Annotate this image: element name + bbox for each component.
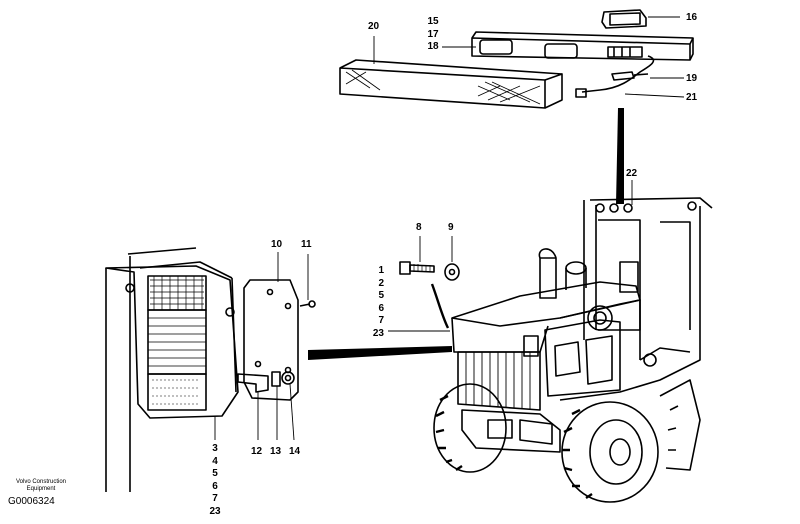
callout-12: 12 (251, 446, 263, 457)
callout-5: 5 (378, 290, 384, 301)
mounting-plate-10 (243, 279, 299, 401)
washer-13 (271, 371, 281, 387)
callout-11: 11 (301, 239, 312, 250)
callout-6: 6 (378, 302, 384, 314)
callout-9: 9 (448, 222, 454, 233)
callout-stack-3-23: 3 4 5 6 7 23 (204, 443, 226, 518)
machine-engine (544, 305, 621, 397)
callout-17: 17 (427, 28, 439, 40)
callout-4b: 4 (212, 455, 218, 467)
callout-13: 13 (270, 446, 282, 457)
callout-1: 1 (378, 265, 384, 276)
machine-grille (457, 335, 541, 411)
callout-20: 20 (368, 21, 380, 32)
callout-22: 22 (626, 168, 638, 179)
light-bar-lamp-16 (601, 9, 647, 29)
callout-18: 18 (427, 41, 439, 52)
machine-cab (583, 197, 713, 340)
screw-11 (299, 300, 316, 308)
callout-7b: 7 (212, 493, 218, 504)
callout-14: 14 (289, 446, 301, 457)
nut-9 (444, 263, 460, 281)
rear-wheel (659, 379, 701, 471)
callout-23: 23 (372, 327, 384, 339)
callout-10: 10 (271, 239, 283, 250)
pointer-wedges (308, 108, 624, 360)
callout-2: 2 (378, 277, 384, 289)
machine-bumper (461, 409, 561, 453)
callout-16: 16 (686, 12, 698, 23)
bracket-12 (237, 373, 269, 393)
callout-8: 8 (416, 222, 422, 233)
callout-15: 15 (427, 16, 439, 27)
callout-19: 19 (686, 73, 698, 84)
callout-7: 7 (378, 315, 384, 326)
callout-5b: 5 (212, 468, 218, 479)
rear-lamp-lens (147, 275, 207, 411)
nut-14 (281, 371, 295, 385)
frame-articulation (559, 330, 701, 401)
light-bar-housing (471, 31, 694, 61)
brand-line-1: Volvo Construction (15, 479, 67, 485)
front-right-wheel (561, 401, 659, 503)
light-bar-cover-20 (339, 59, 563, 109)
callout-stack-1-23: 1 2 5 6 7 23 (364, 265, 384, 340)
brand-line-2: Equipment (26, 486, 56, 492)
callout-3b: 3 (212, 443, 218, 454)
brand-caption: Volvo Construction Equipment (6, 479, 76, 493)
callout-6b: 6 (212, 480, 218, 492)
cable-21 (575, 55, 655, 98)
callout-stack-15-17-18: 15 17 18 (425, 16, 441, 54)
drawing-code: G0006324 (8, 496, 55, 507)
bolt-8 (399, 261, 435, 275)
front-left-wheel (433, 383, 507, 473)
callout-23b: 23 (209, 505, 221, 517)
leader-lines (214, 16, 685, 441)
rear-lamp-housing (105, 247, 239, 492)
callout-21: 21 (686, 92, 698, 103)
